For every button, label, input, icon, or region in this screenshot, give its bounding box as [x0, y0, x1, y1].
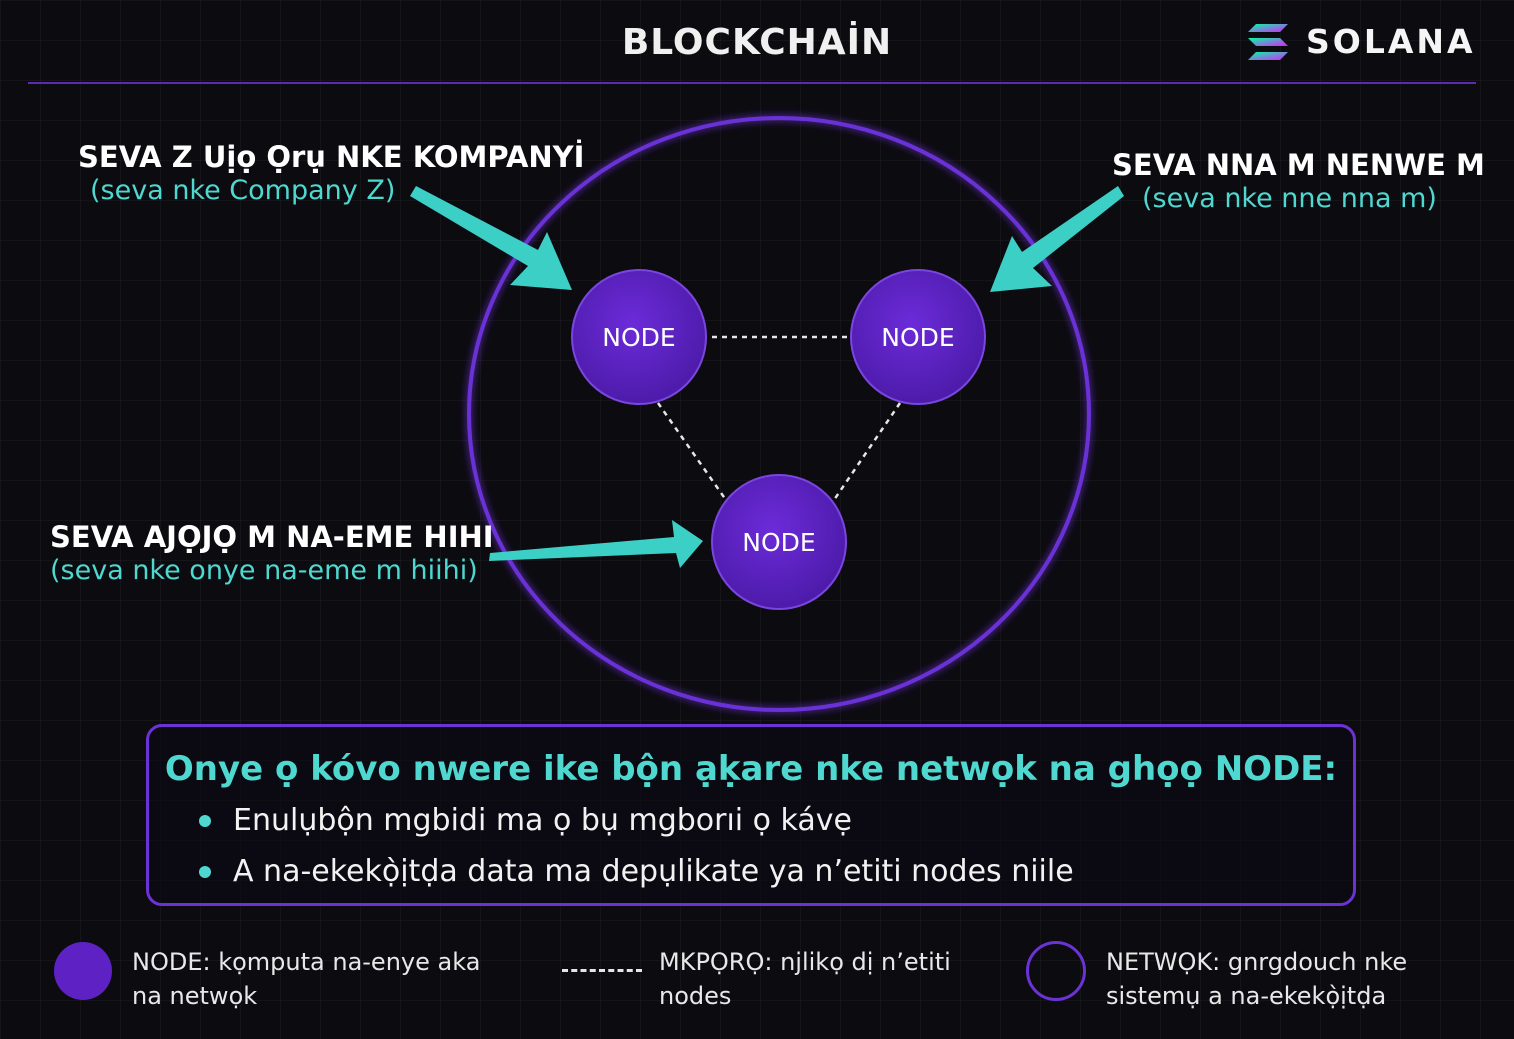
dotted-line-icon — [562, 969, 642, 972]
link-left — [656, 402, 728, 501]
legend-line: na netwọk — [132, 981, 258, 1010]
legend-line: sistemụ a na-ekekọ̀ịtḍa — [1106, 981, 1387, 1010]
info-bullet-text: Enulụbộn mgbidi ma ọ bụ mgborıi ọ kávẹ — [233, 803, 852, 838]
info-bullet: Enulụbộn mgbidi ma ọ bụ mgborıi ọ kávẹ — [199, 803, 852, 838]
node-label: NODE — [742, 528, 815, 557]
callout-company-server: SEVA Z Uịọ Ọrụ NKE KOMPANYİ (seva nke Co… — [78, 140, 584, 207]
callout-subtitle: (seva nke Company Z) — [90, 174, 396, 206]
link-right — [832, 402, 902, 501]
legend-line: NODE: kọmputa na-enye aka — [132, 948, 481, 976]
node-top-left: NODE — [571, 269, 707, 405]
callout-title: SEVA AJỌJỌ M NA-EME HIHI — [50, 520, 494, 554]
legend-line: NETWỌK: gnrgdouch nke — [1106, 948, 1408, 976]
info-bullet-text: A na-ekekọ̀ịtḍa data ma depụlikate ya n’… — [233, 854, 1074, 889]
node-label: NODE — [602, 323, 675, 352]
legend-line: MKPỌRỌ: njlikọ dị n’etiti — [659, 948, 951, 976]
header-divider — [28, 82, 1476, 84]
callout-title: SEVA Z Uịọ Ọrụ NKE KOMPANYİ — [78, 140, 585, 174]
node-bottom: NODE — [711, 474, 847, 610]
info-bullet: A na-ekekọ̀ịtḍa data ma depụlikate ya n’… — [199, 854, 1074, 889]
legend-link: MKPỌRỌ: njlikọ dị n’etiti nodes — [659, 946, 951, 1013]
legend-network: NETWỌK: gnrgdouch nke sistemụ a na-ekekọ… — [1106, 946, 1407, 1013]
arrow-company — [410, 186, 572, 290]
callout-subtitle: (seva nke nne nna m) — [1142, 182, 1437, 214]
network-ring-icon — [1026, 941, 1086, 1001]
brand-name: SOLANA — [1306, 22, 1476, 61]
legend-node: NODE: kọmputa na-enye aka na netwọk — [132, 946, 480, 1013]
brand-logo: SOLANA — [1248, 22, 1476, 61]
callout-attacker-server: SEVA AJỌJỌ M NA-EME HIHI (seva nke onye … — [50, 520, 494, 587]
solana-logo-icon — [1248, 23, 1288, 60]
node-links — [656, 335, 902, 501]
bullet-icon — [199, 865, 211, 878]
node-circle-icon — [54, 942, 112, 1000]
info-heading: Onye ọ kóvo nwere ike bộn ạḳare nke netw… — [164, 749, 1338, 789]
callout-title: SEVA NNA M NENWE M — [1112, 148, 1485, 182]
legend-line: nodes — [659, 981, 732, 1010]
info-box: Onye ọ kóvo nwere ike bộn ạḳare nke netw… — [146, 724, 1356, 906]
node-top-right: NODE — [850, 269, 986, 405]
arrow-attacker — [489, 520, 703, 568]
bullet-icon — [199, 814, 211, 827]
node-label: NODE — [881, 323, 954, 352]
page-title: BLOCKCHAİN — [621, 22, 893, 63]
callout-parent-server: SEVA NNA M NENWE M (seva nke nne nna m) — [1112, 148, 1485, 215]
callout-subtitle: (seva nke onye na-eme m hiihi) — [50, 554, 478, 586]
network-ring — [467, 116, 1091, 712]
arrow-parent — [990, 186, 1124, 292]
